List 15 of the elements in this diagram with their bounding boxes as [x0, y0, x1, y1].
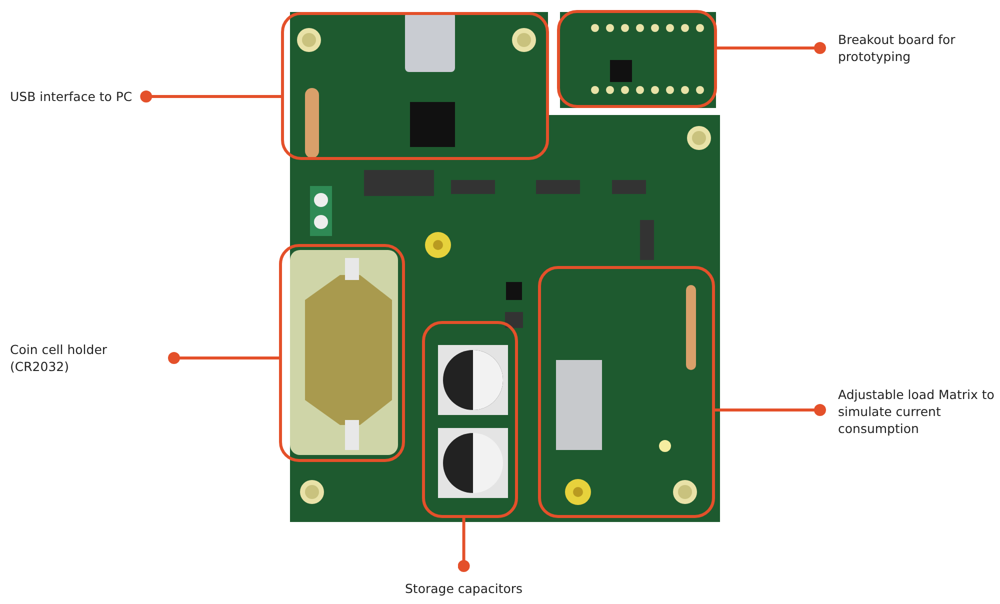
callout-text: Adjustable load Matrix to simulate current consumption	[820, 386, 1000, 437]
leader-line	[140, 90, 281, 102]
highlight-frame	[557, 10, 717, 108]
highlight-frame	[281, 12, 549, 160]
leader-line	[715, 404, 826, 416]
highlight-frame	[279, 244, 405, 462]
callout-text: Coin cell holder (CR2032)	[10, 341, 174, 375]
callout-text: Breakout board for prototyping	[820, 31, 958, 65]
callout-text: Storage capacitors	[405, 566, 523, 597]
highlight-frame	[538, 266, 715, 518]
callout-text: USB interface to PC	[10, 88, 146, 105]
leader-line	[458, 518, 470, 572]
leader-line	[168, 352, 279, 364]
highlight-frame	[422, 321, 518, 518]
leader-line	[717, 42, 826, 54]
